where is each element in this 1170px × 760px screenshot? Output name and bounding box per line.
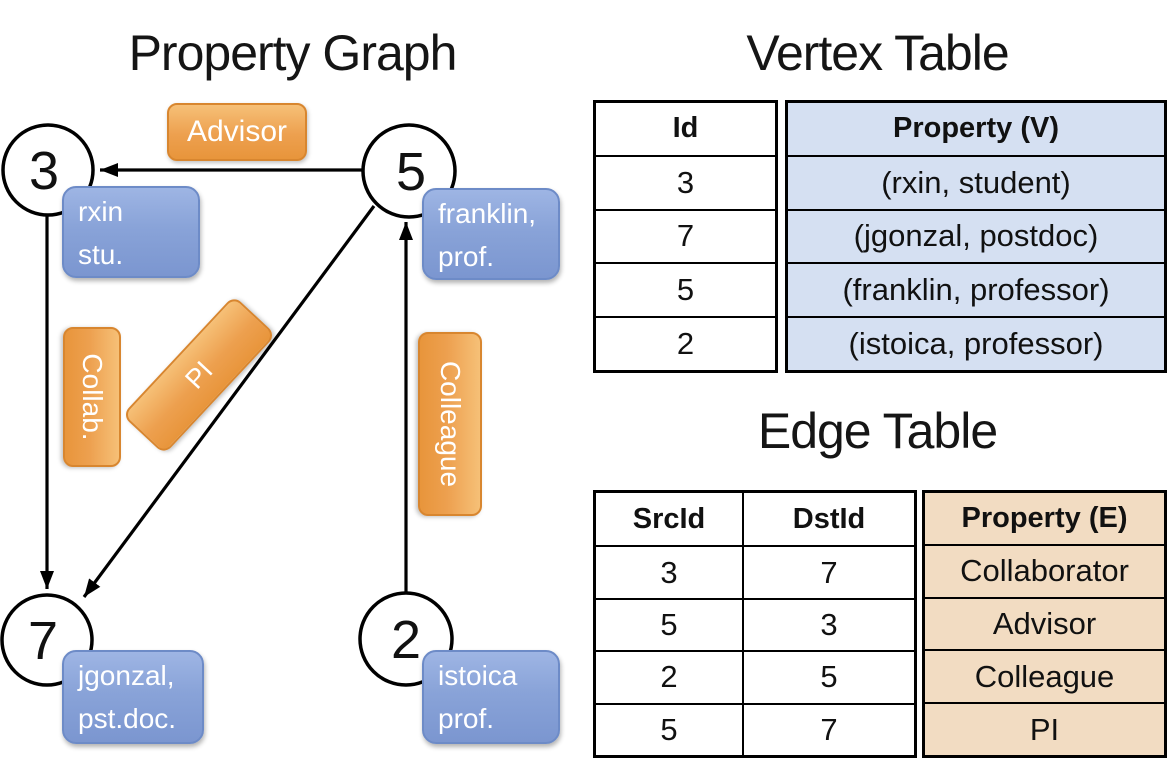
edge-label-colleague: Colleague — [418, 332, 482, 516]
node-id-5: 5 — [396, 142, 426, 202]
edge-label-advisor-text: Advisor — [186, 115, 288, 148]
vertex-table-id-cell: 3 — [596, 154, 775, 209]
edge-table-property-header: Property (E) — [961, 501, 1128, 534]
vertex-table-property-header: Property (V) — [893, 112, 1059, 145]
edge-table-src-cell: 3 — [596, 545, 742, 597]
edge-table-property-cell: Colleague — [925, 649, 1164, 702]
edge-table-src-cell: 5 — [596, 597, 742, 650]
edge-table-dst-cell: 7 — [742, 702, 914, 755]
edge-5-to-7 — [82, 205, 376, 598]
edge-table-title: Edge Table — [757, 403, 998, 459]
edge-table-dst-cell: 7 — [742, 545, 914, 598]
vertex-prop-5-line1: franklin, — [438, 198, 537, 229]
edge-table-dst-cell: 3 — [742, 597, 914, 651]
edge-table-property-cell: PI — [925, 702, 1164, 755]
vertex-prop-3-line2: stu. — [78, 239, 124, 270]
edge-table-id-columns: SrcId DstId 3 7 5 3 2 5 5 7 — [593, 490, 917, 758]
vertex-prop-box-2: istoica prof. — [422, 650, 560, 744]
edge-label-advisor: Advisor — [167, 103, 307, 161]
edge-table-property-column: Property (E) Collaborator Advisor Collea… — [922, 490, 1167, 758]
vertex-table-id-cell: 5 — [596, 262, 775, 316]
edge-table-src-cell: 5 — [596, 702, 742, 755]
vertex-table-property-cell: (jgonzal, postdoc) — [788, 208, 1164, 263]
node-id-7: 7 — [28, 611, 58, 671]
edge-label-pi-text: PI — [178, 355, 219, 395]
vertex-prop-box-3: rxin stu. — [62, 186, 200, 278]
node-id-2: 2 — [391, 610, 421, 670]
edge-table-property-cell: Advisor — [925, 596, 1164, 650]
vertex-table-id-column: Id 3 7 5 2 — [593, 100, 778, 373]
edge-table-dst-header: DstId — [742, 493, 914, 546]
vertex-prop-7-line1: jgonzal, — [78, 660, 175, 691]
edge-label-collab: Collab. — [63, 327, 121, 467]
vertex-table-id-header: Id — [672, 112, 699, 145]
vertex-table-property-column: Property (V) (rxin, student) (jgonzal, p… — [785, 100, 1167, 373]
vertex-prop-2-line2: prof. — [438, 703, 495, 734]
node-id-3: 3 — [29, 141, 59, 201]
edge-label-colleague-text: Colleague — [435, 360, 466, 488]
edge-table-dst-cell: 5 — [742, 650, 914, 703]
vertex-table-id-cell: 7 — [596, 208, 775, 263]
vertex-prop-7-line2: pst.doc. — [78, 703, 177, 734]
vertex-prop-box-5: franklin, prof. — [422, 188, 560, 280]
vertex-table-property-cell: (istoica, professor) — [788, 316, 1164, 370]
edge-table-property-cell: Collaborator — [925, 543, 1164, 597]
property-graph-title: Property Graph — [128, 25, 458, 81]
vertex-table-id-cell: 2 — [596, 316, 775, 370]
vertex-table-property-cell: (rxin, student) — [788, 154, 1164, 209]
vertex-prop-3-line1: rxin — [78, 196, 124, 227]
edge-table-src-header: SrcId — [632, 502, 706, 535]
vertex-table-property-cell: (franklin, professor) — [788, 262, 1164, 316]
vertex-prop-2-line1: istoica — [438, 660, 518, 691]
vertex-table-title: Vertex Table — [746, 25, 1009, 81]
edge-table-src-cell: 2 — [596, 650, 742, 702]
vertex-prop-5-line2: prof. — [438, 241, 495, 272]
vertex-prop-box-7: jgonzal, pst.doc. — [62, 650, 204, 744]
edge-label-collab-text: Collab. — [77, 353, 108, 441]
